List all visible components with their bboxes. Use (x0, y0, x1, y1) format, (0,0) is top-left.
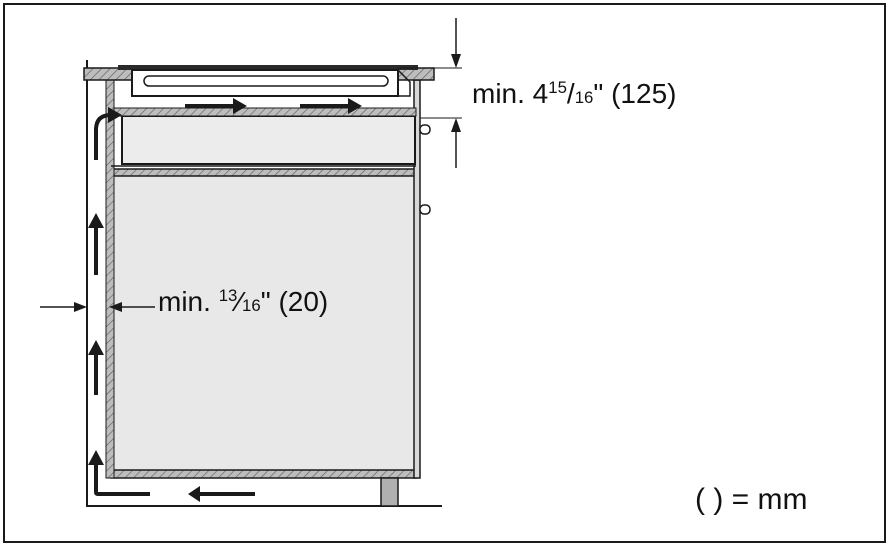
cabinet-body (110, 170, 417, 477)
label-text: " (20) (260, 286, 329, 318)
fraction-slash: / (566, 78, 575, 110)
top-clearance-label: min. 415/16" (125) (472, 78, 677, 110)
knob-upper (419, 124, 431, 135)
drawer-top-rail (113, 107, 417, 117)
diagram-frame (3, 3, 886, 543)
dimension-arrow-icon (398, 18, 462, 168)
label-text: min. 4 (472, 78, 549, 110)
side-clearance-label: min. 13⁄16" (20) (158, 286, 329, 318)
cabinet-foot (380, 477, 399, 507)
fraction-slash: ⁄ (237, 286, 243, 318)
cabinet-bottom-shelf (110, 469, 417, 479)
wall-and-floor (86, 60, 442, 507)
dimension-arrow-icon (40, 302, 155, 312)
label-text: min. (158, 286, 219, 318)
cooktop-support (397, 69, 411, 97)
arrow-icon (88, 98, 362, 502)
knob-lower (419, 204, 431, 215)
cabinet-rear-panel (105, 79, 115, 479)
drawer-front (121, 115, 416, 165)
fraction-numerator: 15 (548, 78, 567, 97)
cooktop-glass (118, 65, 418, 70)
cooktop-inner (143, 75, 389, 87)
fraction-numerator: 13 (218, 286, 238, 305)
cabinet-top-shelf (110, 168, 417, 177)
fraction-denominator: 16 (242, 296, 261, 316)
units-note: ( ) = mm (695, 483, 808, 516)
fraction-denominator: 16 (574, 88, 594, 108)
label-text: " (125) (593, 78, 677, 110)
